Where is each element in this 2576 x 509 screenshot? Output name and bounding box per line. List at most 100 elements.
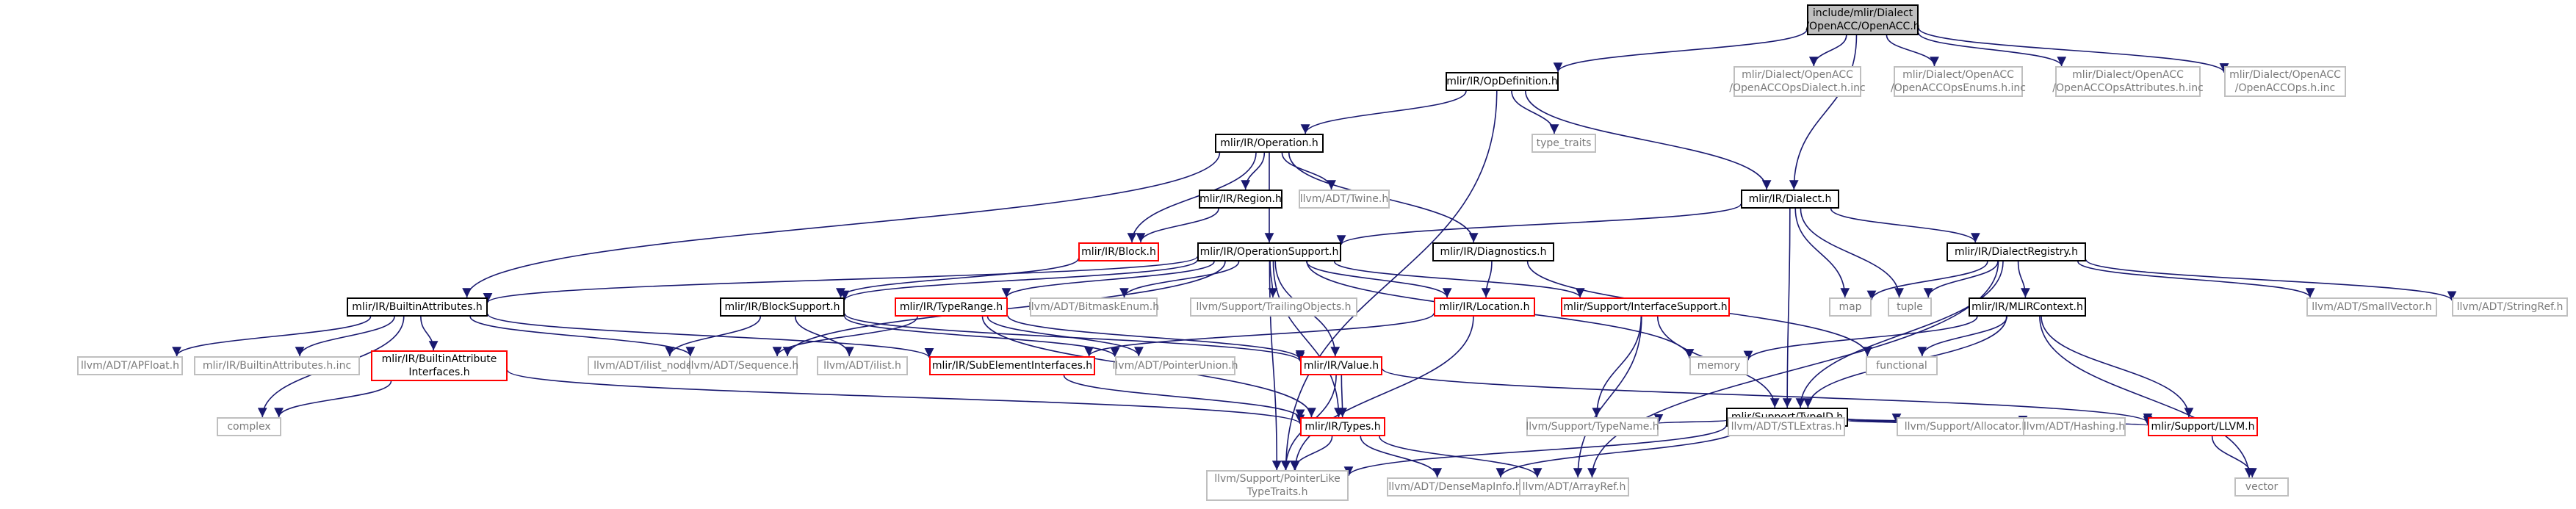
node-opdefinition-h[interactable]: mlir/IR/OpDefinition.h bbox=[1446, 72, 1559, 91]
node-pointer-like-type-traits-h[interactable]: llvm/Support/PointerLike TypeTraits.h bbox=[1206, 470, 1349, 501]
edge-opdefinition-to-type_traits bbox=[1511, 90, 1559, 134]
node-diagnostics-h[interactable]: mlir/IR/Diagnostics.h bbox=[1432, 242, 1554, 261]
edge-dialectregistry-to-stringref bbox=[2085, 259, 2457, 301]
edge-opsupport-to-interfacesupport bbox=[1333, 261, 1585, 298]
edge-builtinattrs-to-apfloat bbox=[172, 316, 372, 357]
node-region-h[interactable]: mlir/IR/Region.h bbox=[1199, 189, 1282, 209]
edge-typeid-to-typename bbox=[1654, 414, 1727, 425]
edge-types-to-arrayref bbox=[1379, 436, 1543, 478]
edge-interfacesupport-to-typename bbox=[1592, 316, 1642, 418]
node-dense-map-info-h[interactable]: llvm/ADT/DenseMapInfo.h bbox=[1387, 477, 1523, 497]
node-type-name-h[interactable]: llvm/Support/TypeName.h bbox=[1526, 417, 1659, 436]
node-allocator-h[interactable]: llvm/Support/Allocator.h bbox=[1897, 417, 2036, 436]
node-dialect-registry-h[interactable]: mlir/IR/DialectRegistry.h bbox=[1947, 242, 2086, 261]
edge-typeid-to-allocator bbox=[1847, 413, 1901, 424]
edge-opdefinition-to-dialect bbox=[1525, 90, 1772, 190]
edge-typerange-to-value bbox=[1007, 315, 1305, 360]
edge-builtinattrs-to-sequence bbox=[469, 316, 696, 357]
node-type-range-h[interactable]: mlir/IR/TypeRange.h bbox=[895, 297, 1008, 317]
node-hashing-h[interactable]: llvm/ADT/Hashing.h bbox=[2023, 417, 2126, 436]
edge-typeid-to-pointerlike bbox=[1343, 425, 1727, 477]
edge-builtinattrifaces-to-complex bbox=[274, 380, 392, 418]
edge-opsupport-to-blocksupport bbox=[840, 259, 1198, 300]
edge-dialectregistry-to-mlircontext bbox=[2017, 261, 2030, 298]
node-complex[interactable]: complex bbox=[217, 417, 281, 436]
node-small-vector-h[interactable]: llvm/ADT/SmallVector.h bbox=[2306, 297, 2437, 317]
node-openacc-ops-inc[interactable]: mlir/Dialect/OpenACC /OpenACCOps.h.inc bbox=[2224, 66, 2346, 97]
node-openacc-h[interactable]: include/mlir/Dialect /OpenACC/OpenACC.h bbox=[1805, 4, 1920, 35]
node-apfloat-h[interactable]: llvm/ADT/APFloat.h bbox=[77, 356, 183, 375]
edge-mlircontext-to-memory bbox=[1743, 316, 1978, 361]
node-builtin-attributes-inc[interactable]: mlir/IR/BuiltinAttributes.h.inc bbox=[194, 356, 360, 375]
edge-mlircontext-to-support_llvm bbox=[2041, 316, 2194, 418]
node-ilist-h[interactable]: llvm/ADT/ilist.h bbox=[817, 356, 908, 375]
node-operation-support-h[interactable]: mlir/IR/OperationSupport.h bbox=[1197, 242, 1341, 261]
node-openacc-ops-enums-inc[interactable]: mlir/Dialect/OpenACC /OpenACCOpsEnums.h.… bbox=[1891, 66, 2026, 97]
edge-operation-to-twine bbox=[1281, 152, 1336, 190]
edge-location-to-pointerlike bbox=[1290, 316, 1474, 471]
node-value-h[interactable]: mlir/IR/Value.h bbox=[1300, 356, 1382, 375]
edge-typerange-to-pointerunion bbox=[986, 316, 1144, 357]
edge-opsupport-to-pointerlike bbox=[1269, 261, 1282, 471]
edge-operation-to-builtinattrs bbox=[462, 152, 1221, 298]
edge-dialect-to-dialectregistry bbox=[1830, 208, 1980, 243]
edge-diagnostics-to-location bbox=[1481, 261, 1493, 298]
edge-block-to-blocksupport bbox=[836, 258, 1079, 298]
node-twine-h[interactable]: llvm/ADT/Twine.h bbox=[1299, 189, 1390, 209]
edge-value-to-types bbox=[1338, 375, 1348, 418]
edge-typerange-to-sequence bbox=[772, 316, 918, 357]
node-type-traits[interactable]: type_traits bbox=[1531, 134, 1596, 153]
edge-region-to-block bbox=[1136, 208, 1219, 243]
node-array-ref-h[interactable]: llvm/ADT/ArrayRef.h bbox=[1519, 477, 1629, 497]
edge-opsupport-to-typerange bbox=[1001, 261, 1215, 298]
edge-openacc_h-to-dialect bbox=[1789, 35, 1858, 190]
edge-openacc_h-to-acc_enums_inc bbox=[1886, 35, 1939, 67]
node-support-llvm-h[interactable]: mlir/Support/LLVM.h bbox=[2148, 417, 2258, 436]
node-interface-support-h[interactable]: mlir/Support/InterfaceSupport.h bbox=[1561, 297, 1730, 317]
edge-operation-to-block bbox=[1127, 152, 1257, 243]
node-block-h[interactable]: mlir/IR/Block.h bbox=[1078, 242, 1159, 261]
node-vector[interactable]: vector bbox=[2234, 477, 2289, 497]
edge-support_llvm-to-vector bbox=[2211, 436, 2257, 478]
edge-types-to-pointerlike bbox=[1289, 436, 1333, 471]
node-openacc-ops-dialect-inc[interactable]: mlir/Dialect/OpenACC /OpenACCOpsDialect.… bbox=[1729, 66, 1866, 97]
node-sequence-h[interactable]: llvm/ADT/Sequence.h bbox=[688, 356, 798, 375]
edge-blocksupport-to-ilist_node bbox=[665, 316, 762, 357]
node-pointer-union-h[interactable]: llvm/ADT/PointerUnion.h bbox=[1113, 356, 1238, 375]
node-openacc-ops-attributes-inc[interactable]: mlir/Dialect/OpenACC /OpenACCOpsAttribut… bbox=[2052, 66, 2204, 97]
node-bitmask-enum-h[interactable]: llvm/ADT/BitmaskEnum.h bbox=[1028, 297, 1159, 317]
node-map[interactable]: map bbox=[1829, 297, 1872, 317]
node-block-support-h[interactable]: mlir/IR/BlockSupport.h bbox=[720, 297, 845, 317]
node-mlir-context-h[interactable]: mlir/IR/MLIRContext.h bbox=[1969, 297, 2086, 317]
edge-opsupport-to-builtinattrs bbox=[483, 256, 1198, 303]
edge-blocksupport-to-ilist bbox=[794, 316, 854, 357]
node-trailing-objects-h[interactable]: llvm/Support/TrailingObjects.h bbox=[1190, 297, 1357, 317]
node-operation-h[interactable]: mlir/IR/Operation.h bbox=[1215, 134, 1324, 153]
node-functional[interactable]: functional bbox=[1866, 356, 1938, 375]
node-ilist-node-h[interactable]: llvm/ADT/ilist_node.h bbox=[588, 356, 708, 375]
edge-openacc_h-to-acc_dialect_inc bbox=[1808, 35, 1847, 67]
edge-builtinattrifaces-to-types bbox=[507, 369, 1305, 425]
edge-opdefinition-to-operation bbox=[1300, 90, 1467, 134]
edge-openacc_h-to-opdefinition bbox=[1553, 29, 1808, 73]
edge-opsupport-to-bitmaskenum bbox=[1119, 261, 1240, 298]
node-sub-element-interfaces-h[interactable]: mlir/IR/SubElementInterfaces.h bbox=[929, 356, 1095, 375]
edge-location-to-subelementifaces bbox=[1084, 313, 1435, 357]
node-tuple[interactable]: tuple bbox=[1888, 297, 1932, 317]
edge-dialectregistry-to-map bbox=[1866, 261, 1988, 300]
edge-mlircontext-to-functional bbox=[1917, 316, 2008, 357]
node-location-h[interactable]: mlir/IR/Location.h bbox=[1434, 297, 1535, 317]
node-memory[interactable]: memory bbox=[1689, 356, 1748, 375]
edge-dialect-to-tuple bbox=[1800, 208, 1904, 298]
node-builtin-attribute-interfaces-h[interactable]: mlir/IR/BuiltinAttribute Interfaces.h bbox=[371, 350, 508, 381]
node-dialect-h[interactable]: mlir/IR/Dialect.h bbox=[1741, 189, 1839, 209]
node-builtin-attributes-h[interactable]: mlir/IR/BuiltinAttributes.h bbox=[347, 297, 488, 317]
edge-dialect-to-map bbox=[1794, 208, 1850, 298]
edge-builtinattrs-to-builtinattrifaces bbox=[420, 316, 439, 351]
node-string-ref-h[interactable]: llvm/ADT/StringRef.h bbox=[2452, 297, 2568, 317]
edge-dialectregistry-to-tuple bbox=[1923, 261, 1999, 298]
node-types-h[interactable]: mlir/IR/Types.h bbox=[1300, 417, 1385, 436]
node-stl-extras-h[interactable]: llvm/ADT/STLExtras.h bbox=[1728, 417, 1845, 436]
edge-blocksupport-to-pointerunion bbox=[844, 316, 1120, 358]
